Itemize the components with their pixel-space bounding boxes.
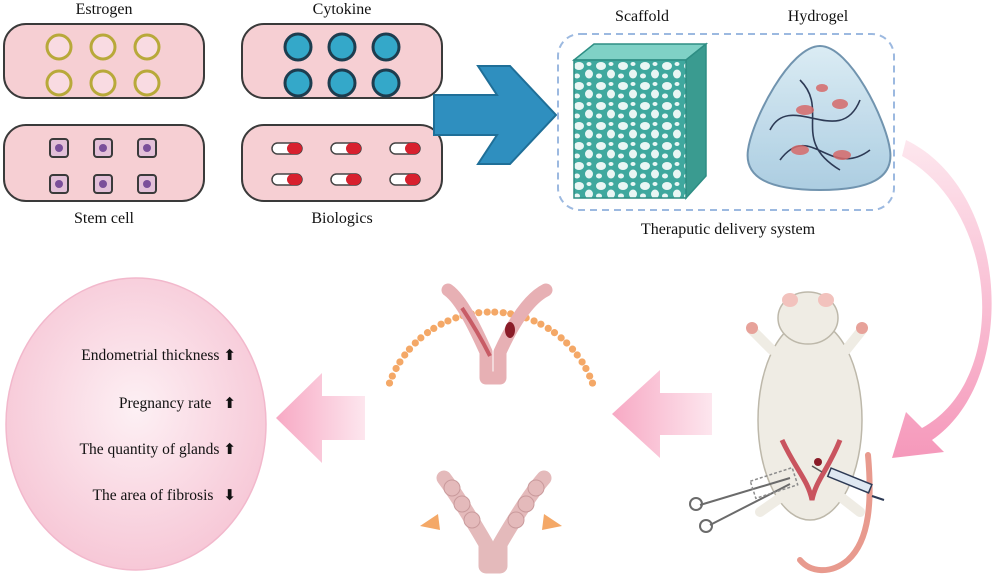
- cell-nucleus: [143, 144, 151, 152]
- delivery-system-box: [557, 33, 895, 211]
- capsule-half: [346, 143, 361, 154]
- outcome-text: Endometrial thickness: [81, 347, 220, 364]
- estrogen-molecules: [45, 33, 161, 97]
- capsule-half: [405, 143, 420, 154]
- delivery-system-label: Theraputic delivery system: [640, 221, 816, 238]
- estrogen-molecule: [45, 69, 73, 97]
- damaged-uterus: [441, 283, 553, 385]
- arc-dot: [388, 372, 396, 380]
- pink-left-arrow-outcomes: [276, 373, 365, 463]
- arc-dot: [499, 309, 507, 317]
- outcome-area-of-fibrosis: The area of fibrosis ⬇: [92, 486, 236, 505]
- arc-dot: [417, 334, 425, 342]
- outcome-quantity-of-glands: The quantity of glands⬆: [80, 440, 236, 459]
- arc-dot: [530, 317, 538, 325]
- outcome-text: The area of fibrosis: [92, 487, 214, 504]
- estrogen-molecule: [45, 33, 73, 61]
- arc-dot: [563, 339, 571, 347]
- cell-nucleus: [99, 180, 107, 188]
- hydrogel-label: Hydrogel: [787, 8, 849, 25]
- cell-nucleus: [55, 180, 63, 188]
- dotted-cycle: [385, 308, 597, 387]
- arc-dot: [568, 345, 577, 353]
- blue-right-arrow: [433, 65, 558, 165]
- cytokine-label: Cytokine: [312, 1, 372, 18]
- arc-dot: [430, 324, 438, 333]
- cytokine-molecule: [327, 32, 357, 62]
- arc-dot: [405, 345, 414, 353]
- capsule-half: [405, 174, 420, 185]
- arc-dot: [475, 309, 483, 317]
- cytokine-molecule: [371, 68, 401, 98]
- outcomes-oval: [5, 277, 267, 571]
- arc-dot: [444, 317, 452, 325]
- arc-dot: [550, 329, 559, 337]
- arc-dot: [392, 364, 400, 373]
- outcome-pregnancy-rate: Pregnancy rate ⬆: [119, 394, 236, 413]
- biologics-dish: [241, 124, 443, 202]
- dotted-arrowhead-right: [542, 514, 562, 530]
- up-arrow-icon: ⬆: [223, 440, 236, 458]
- pink-left-arrow-middle: [612, 370, 712, 458]
- hydrogel-dome: [746, 44, 892, 192]
- arc-dot: [452, 314, 460, 322]
- cytokine-molecule: [371, 32, 401, 62]
- arc-dot: [557, 334, 565, 342]
- outcome-endometrial-thickness: Endometrial thickness⬆: [81, 346, 236, 365]
- cell-nucleus: [99, 144, 107, 152]
- estrogen-molecule: [89, 69, 117, 97]
- arc-dot: [537, 320, 545, 328]
- estrogen-molecule: [89, 33, 117, 61]
- cytokine-molecules: [283, 32, 401, 98]
- arc-dot: [578, 358, 586, 366]
- arc-dot: [491, 308, 499, 316]
- arc-dot: [423, 329, 432, 337]
- outcome-text: The quantity of glands: [79, 441, 220, 458]
- estrogen-molecule: [133, 33, 161, 61]
- arc-dot: [586, 372, 594, 380]
- arc-dot: [544, 324, 552, 333]
- arc-dot: [588, 379, 597, 387]
- stem-cell-label: Stem cell: [74, 210, 134, 227]
- capsule-half: [287, 143, 302, 154]
- arc-dot: [396, 358, 404, 366]
- estrogen-label: Estrogen: [75, 1, 133, 18]
- outcome-text: Pregnancy rate: [118, 395, 212, 412]
- up-arrow-icon: ⬆: [223, 346, 236, 364]
- arc-dot: [483, 308, 491, 316]
- cytokine-molecule: [327, 68, 357, 98]
- arc-dot: [401, 351, 409, 359]
- biologic-capsules: [271, 142, 421, 186]
- pink-curved-arrow: [892, 140, 992, 458]
- scaffold-block: [571, 42, 709, 200]
- rat-illustration: [689, 291, 885, 574]
- arc-dot: [411, 339, 419, 347]
- cytokine-molecule: [283, 68, 313, 98]
- arc-dot: [385, 379, 394, 387]
- scaffold-label: Scaffold: [615, 8, 669, 25]
- arc-dot: [582, 364, 590, 373]
- down-arrow-icon: ⬇: [223, 486, 236, 504]
- arc-dot: [437, 320, 445, 328]
- capsule-half: [346, 174, 361, 185]
- biologics-label: Biologics: [311, 210, 373, 227]
- estrogen-molecule: [133, 69, 161, 97]
- dotted-arrowhead-left: [420, 514, 440, 530]
- cell-nucleus: [55, 144, 63, 152]
- arc-dot: [573, 351, 581, 359]
- capsule-half: [287, 174, 302, 185]
- up-arrow-icon: ⬆: [223, 394, 236, 412]
- healthy-uterus: [436, 470, 552, 574]
- cell-nucleus: [143, 180, 151, 188]
- stem-cells: [49, 138, 157, 194]
- cytokine-molecule: [283, 32, 313, 62]
